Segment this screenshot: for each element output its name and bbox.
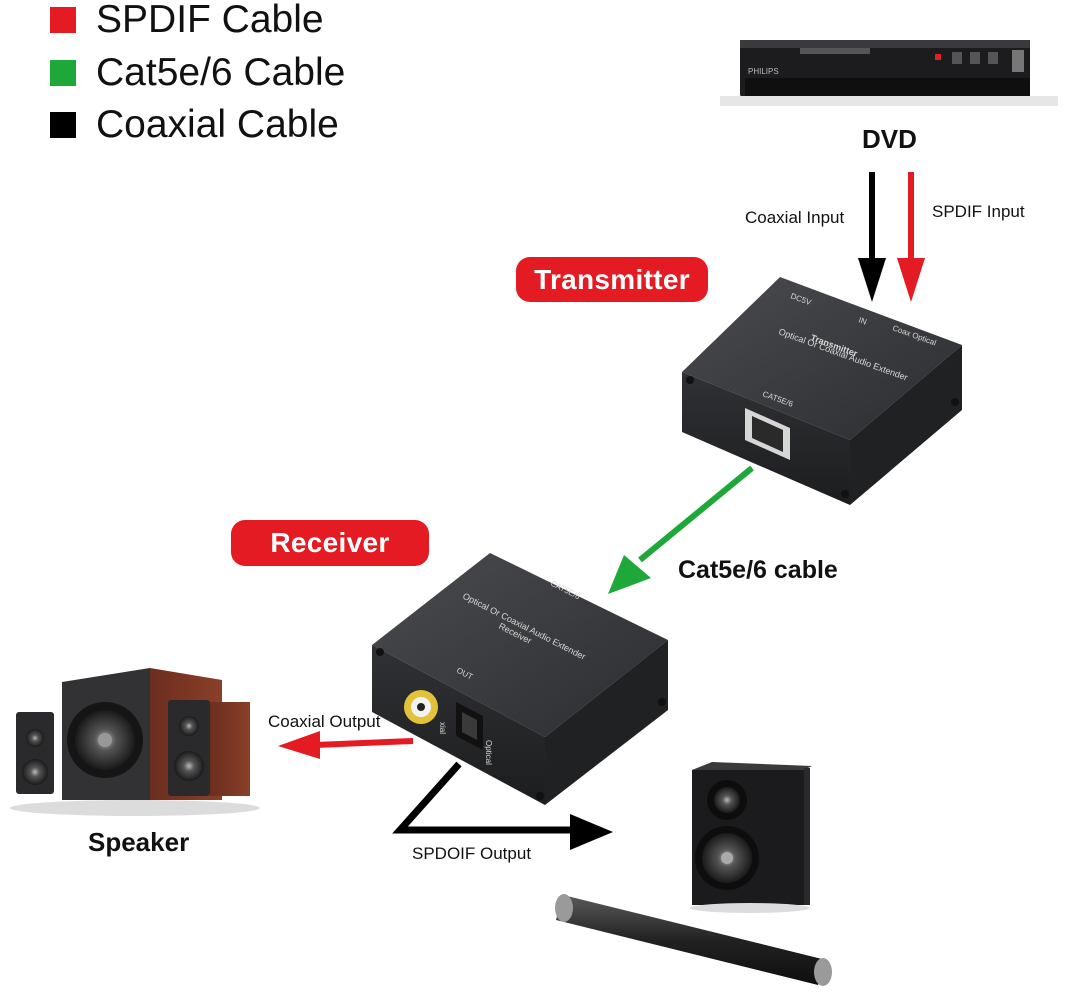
dvd-player [720,40,1058,106]
cat-cable-label: Cat5e/6 cable [678,556,838,584]
spdif-output-arrow [392,761,613,850]
coaxial-input-label: Coaxial Input [745,208,845,227]
speaker-label: Speaker [88,827,190,857]
receiver-coax-label: xial [438,722,447,734]
legend-swatch-spdif [50,6,76,33]
dvd-brand-text: PHILIPS [748,67,779,76]
legend-swatch-cat [50,59,76,86]
receiver-badge: Receiver [231,520,429,566]
transmitter-box [682,277,962,505]
receiver-box [372,553,668,805]
legend-item-cat: Cat5e/6 Cable [50,53,345,92]
legend-item-spdif: SPDIF Cable [50,0,324,39]
receiver-optical-label: Optical [484,740,493,765]
transmitter-badge: Transmitter [516,257,708,302]
speaker-set [10,668,260,816]
coaxial-output-arrow [278,731,414,759]
bookshelf-speaker [690,762,812,913]
coaxial-output-label: Coaxial Output [268,712,381,731]
spdif-input-arrow [897,172,925,302]
transmitter-in-label: IN [857,315,868,326]
legend-label-spdif: SPDIF Cable [96,0,324,41]
legend-label-coax: Coaxial Cable [96,103,339,146]
cat-cable-arrow [608,465,754,594]
legend-label-cat: Cat5e/6 Cable [96,51,346,94]
soundbar [555,894,832,986]
legend-swatch-coax [50,111,76,138]
spdif-output-label: SPDOIF Output [412,844,532,863]
dvd-label: DVD [862,124,917,154]
coaxial-input-arrow [858,172,886,302]
spdif-input-label: SPDIF Input [932,202,1025,221]
legend-item-coax: Coaxial Cable [50,105,339,144]
